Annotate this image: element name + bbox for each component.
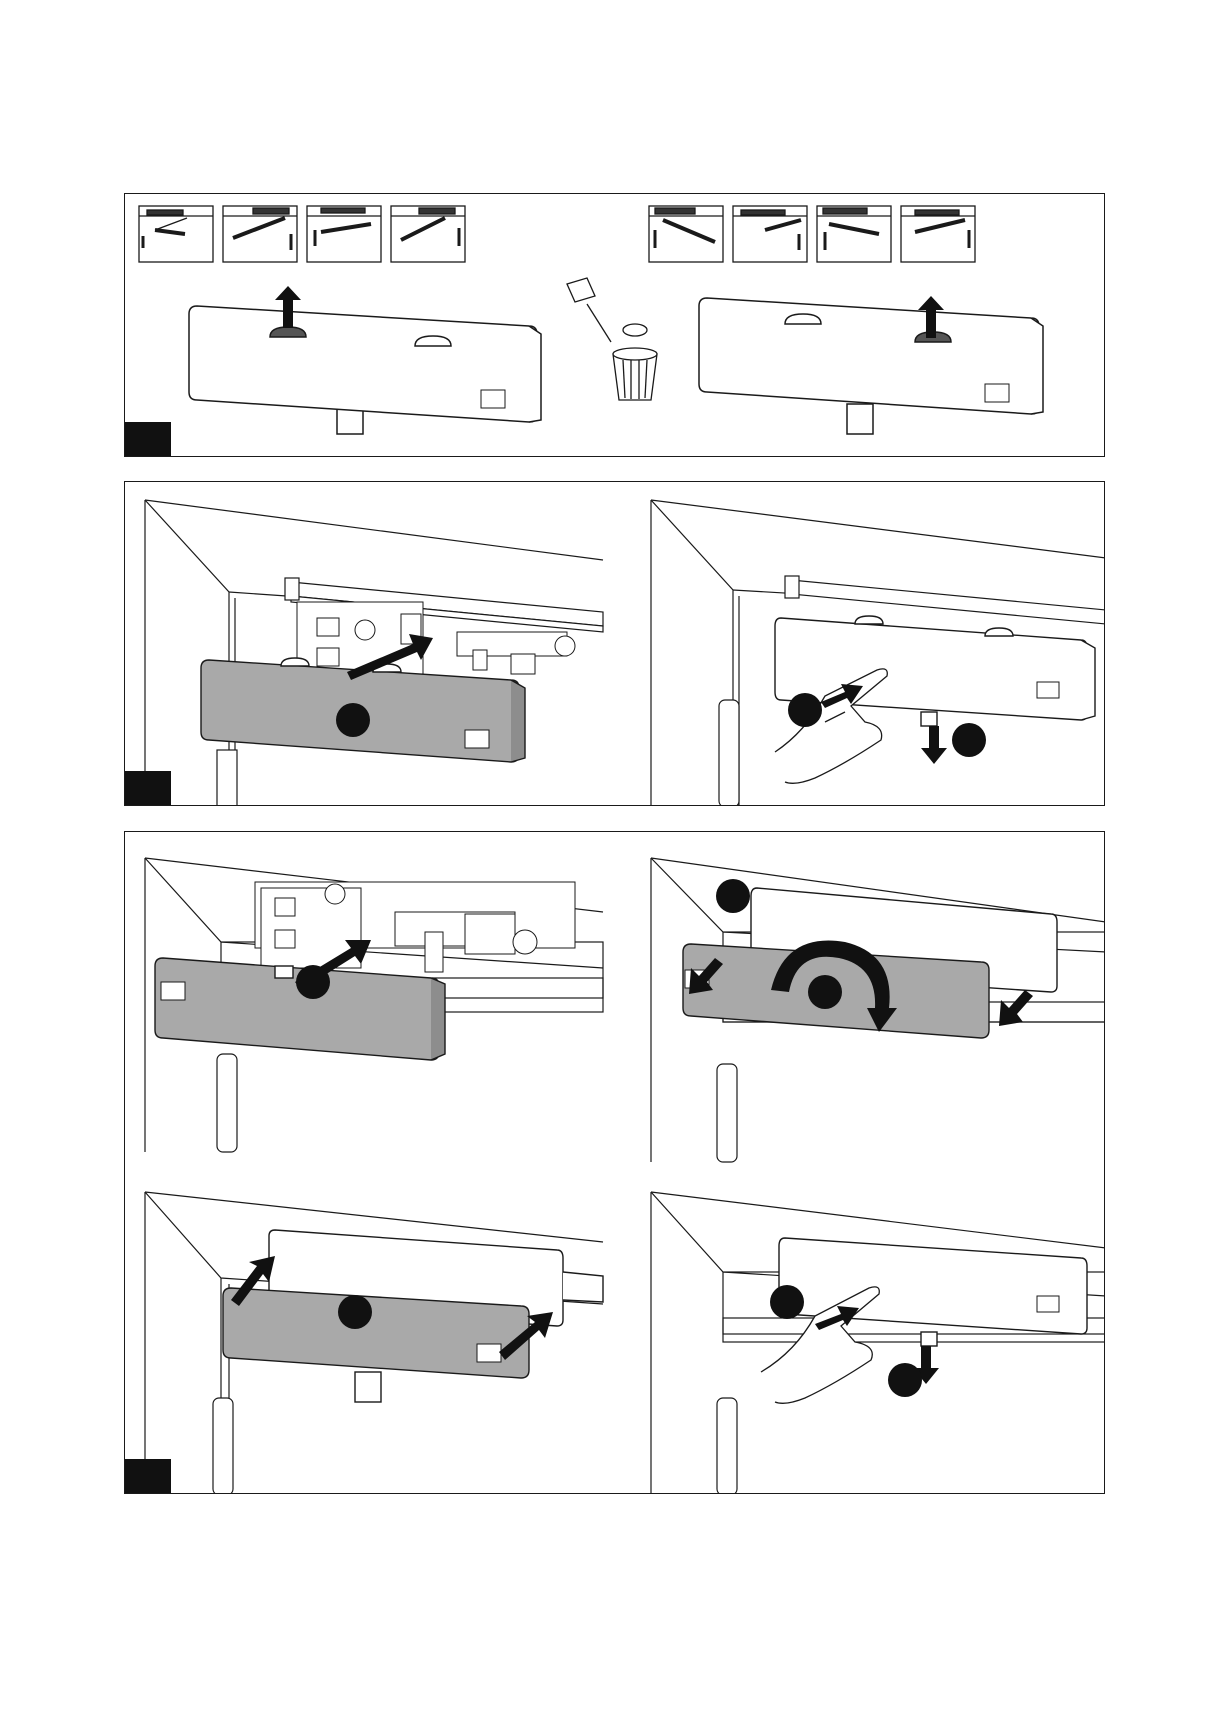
step-2-illustration [125,482,1105,806]
step-panel-1 [124,193,1105,457]
thumbnail-1 [139,206,213,262]
callout-marker [888,1363,922,1397]
callout-marker [952,723,986,757]
thumbnail-7 [817,206,891,262]
callout-marker [716,879,750,913]
down-arrow [921,726,947,764]
mounting-variant-thumbnails-right [649,206,975,262]
callout-marker [808,975,842,1009]
slide-rail-right [785,576,1105,624]
step-1-illustration [125,194,1105,457]
thumbnail-6 [733,206,807,262]
callout-marker [338,1295,372,1329]
thumbnail-3 [307,206,381,262]
mounting-variant-thumbnails-left [139,206,465,262]
step-panel-2 [124,481,1105,806]
callout-marker [336,703,370,737]
step-number-tab [125,1459,171,1493]
callout-marker [296,965,330,999]
step-number-tab [125,771,171,805]
callout-marker [788,693,822,727]
closer-mechanism-top-left [255,882,575,972]
thumbnail-5 [649,206,723,262]
thumbnail-8 [901,206,975,262]
callout-marker [770,1285,804,1319]
trash-bin-icon [567,278,657,400]
thumbnail-4 [391,206,465,262]
door-frame-bottom-right [651,1192,1105,1494]
step-panel-3 [124,831,1105,1494]
thumbnail-2 [223,206,297,262]
door-closer-right [699,298,1043,434]
door-closer-left [189,306,541,434]
step-3-illustration [125,832,1105,1494]
step-number-tab [125,422,171,456]
